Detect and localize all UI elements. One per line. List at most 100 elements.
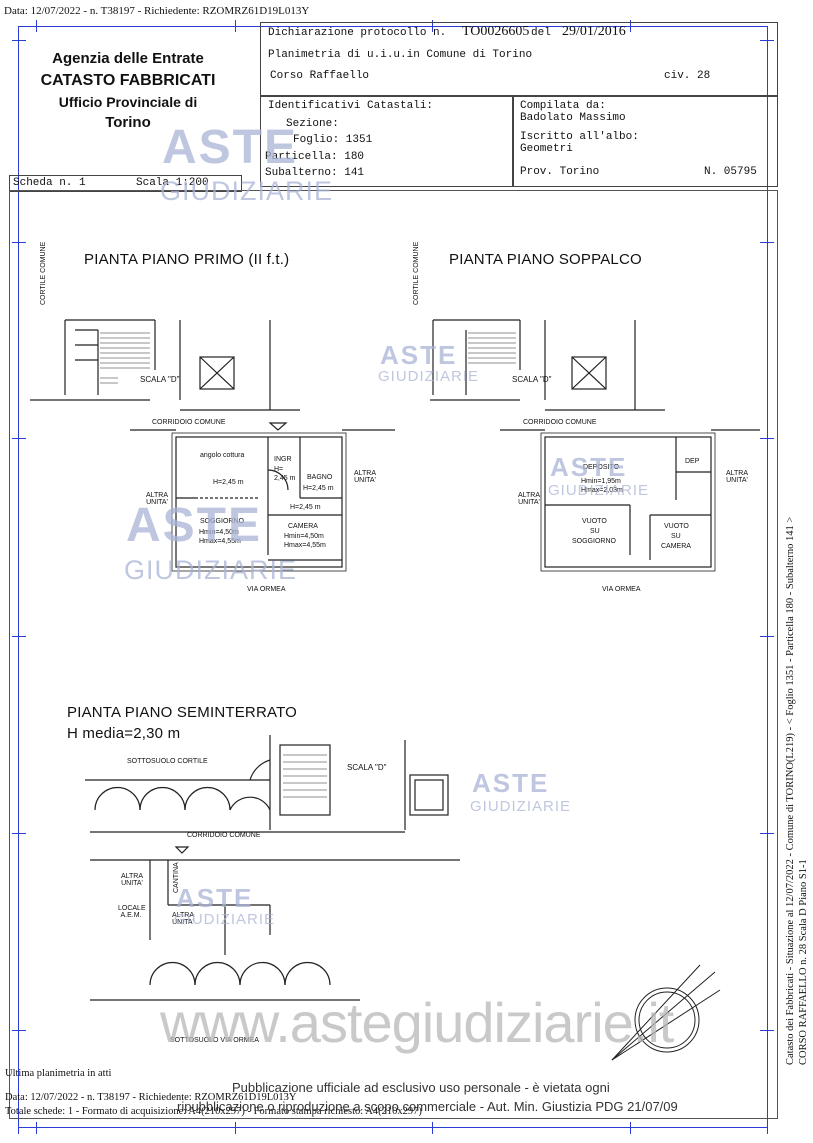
planimetria-text: Planimetria di u.i.u.in Comune di Torino bbox=[268, 49, 533, 61]
soppalco-vuoto1-a: VUOTO bbox=[582, 518, 607, 525]
protocol-box bbox=[260, 22, 778, 97]
watermark-giudiziarie-1: GIUDIZIARIE bbox=[160, 176, 334, 206]
primo-camera-hmax: Hmax=4,55m bbox=[284, 542, 326, 549]
side-address-info: CORSO RAFFAELLO n. 28 Scala D Piano S1-1 bbox=[798, 859, 809, 1065]
watermark-giudiziarie-3: GIUDIZIARIE bbox=[548, 482, 650, 499]
frame-bottom bbox=[18, 1127, 768, 1128]
civic-number: civ. 28 bbox=[664, 70, 711, 82]
primo-soggiorno-hmax: Hmax=4,55m bbox=[199, 538, 241, 545]
plan-subtitle-seminterrato: H media=2,30 m bbox=[67, 725, 181, 742]
primo-soggiorno-hmin: Hmin=4,50m bbox=[199, 529, 239, 536]
protocol-del: del bbox=[531, 27, 551, 39]
soppalco-vuoto2-c: CAMERA bbox=[661, 543, 691, 550]
albo: Geometri bbox=[520, 143, 573, 155]
primo-cortile: CORTILE COMUNE bbox=[40, 241, 47, 305]
frame-left bbox=[18, 26, 19, 1134]
plan-title-seminterrato: PIANTA PIANO SEMINTERRATO bbox=[67, 704, 298, 721]
soppalco-scala: SCALA "D" bbox=[512, 375, 552, 384]
frame-top bbox=[18, 26, 768, 27]
subalterno: Subalterno: 141 bbox=[265, 167, 365, 179]
north-arrow-icon bbox=[611, 964, 721, 1061]
protocol-label: Dichiarazione protocollo n. bbox=[268, 27, 447, 39]
protocol-date: 29/01/2016 bbox=[562, 24, 626, 39]
footer-ultima: Ultima planimetria in atti bbox=[5, 1068, 112, 1079]
address: Corso Raffaello bbox=[270, 70, 370, 82]
primo-angolo-cottura: angolo cottura bbox=[200, 452, 245, 459]
plan-title-soppalco: PIANTA PIANO SOPPALCO bbox=[449, 251, 642, 268]
identificativi-title: Identificativi Catastali: bbox=[268, 100, 434, 112]
watermark-giudiziarie-5: GIUDIZIARIE bbox=[470, 798, 572, 815]
compilata-box bbox=[512, 95, 778, 187]
footer-totale: Totale schede: 1 - Formato di acquisizio… bbox=[5, 1106, 422, 1117]
primo-via: VIA ORMEA bbox=[247, 586, 286, 593]
particella: Particella: 180 bbox=[265, 151, 365, 163]
side-catasto-info: Catasto dei Fabbricati - Situazione al 1… bbox=[785, 516, 796, 1065]
semi-corridoio: CORRIDOIO COMUNE bbox=[187, 832, 261, 839]
semi-locale-aem: LOCALE A.E.M. bbox=[118, 905, 146, 919]
albo-number: N. 05795 bbox=[704, 166, 757, 178]
agency-catasto: CATASTO FABBRICATI bbox=[40, 72, 216, 89]
primo-ingr-h1: H= bbox=[274, 466, 284, 473]
drawing-area bbox=[9, 190, 778, 1119]
semi-scala: SCALA "D" bbox=[347, 763, 387, 772]
watermark-aste-4: ASTE bbox=[126, 499, 263, 552]
primo-scala: SCALA "D" bbox=[140, 375, 180, 384]
semi-altra-unita-1: ALTRA UNITA' bbox=[120, 873, 144, 887]
header-request-info: Data: 12/07/2022 - n. T38197 - Richieden… bbox=[4, 5, 310, 17]
primo-bagno-h: H=2,45 m bbox=[303, 485, 334, 492]
primo-camera-hmin: Hmin=4,50m bbox=[284, 533, 324, 540]
soppalco-altra-unita-left: ALTRA UNITA' bbox=[517, 492, 541, 506]
soppalco-dep: DEP bbox=[685, 458, 700, 465]
primo-altra-unita-right: ALTRA UNITA' bbox=[353, 470, 377, 484]
provincia: Prov. Torino bbox=[520, 166, 600, 178]
watermark-giudiziarie-6: GIUDIZIARIE bbox=[174, 911, 276, 928]
footer-pubblicazione-2: ripubblicazione o riproduzione a scopo c… bbox=[177, 1099, 678, 1114]
primo-corridoio: CORRIDOIO COMUNE bbox=[152, 419, 226, 426]
soppalco-via: VIA ORMEA bbox=[602, 586, 641, 593]
semi-sottosuolo-via: SOTTOSUOLO VIA ORMEA bbox=[170, 1037, 259, 1044]
sezione: Sezione: bbox=[286, 118, 339, 130]
watermark-aste-2: ASTE bbox=[380, 340, 458, 370]
agency-city: Torino bbox=[105, 114, 151, 131]
agency-name: Agenzia delle Entrate bbox=[52, 50, 204, 67]
plan-seminterrato bbox=[85, 735, 460, 1001]
primo-soggiorno: SOGGIORNO bbox=[200, 518, 244, 525]
watermark-giudiziarie-2: GIUDIZIARIE bbox=[378, 368, 480, 385]
footer-pubblicazione-1: Pubblicazione ufficiale ad esclusivo uso… bbox=[232, 1080, 610, 1095]
plan-title-primo: PIANTA PIANO PRIMO (II f.t.) bbox=[84, 251, 290, 268]
plan-primo bbox=[30, 319, 395, 572]
primo-altra-unita-left: ALTRA UNITA' bbox=[145, 492, 169, 506]
watermark-aste-1: ASTE bbox=[162, 121, 299, 174]
identificativi-box bbox=[260, 95, 514, 187]
protocol-number: TO0026605 bbox=[462, 24, 530, 39]
compilata-name: Badolato Massimo bbox=[520, 112, 626, 124]
primo-ingr-h2: 2,45 m bbox=[274, 475, 296, 482]
watermark-aste-6: ASTE bbox=[176, 883, 254, 913]
semi-altra-unita-2: ALTRA UNITA' bbox=[171, 912, 195, 926]
agency-office: Ufficio Provinciale di bbox=[58, 94, 198, 110]
watermark-aste-3: ASTE bbox=[550, 452, 628, 482]
watermark-giudiziarie-4: GIUDIZIARIE bbox=[124, 555, 298, 585]
soppalco-vuoto1-c: SOGGIORNO bbox=[572, 538, 616, 545]
soppalco-deposito-hmin: Hmin=1,95m bbox=[581, 478, 621, 485]
soppalco-altra-unita-right: ALTRA UNITA' bbox=[725, 470, 749, 484]
soppalco-vuoto2-a: VUOTO bbox=[664, 523, 689, 530]
scheda-number: Scheda n. 1 bbox=[13, 177, 86, 189]
soppalco-vuoto1-b: SU bbox=[590, 528, 600, 535]
soppalco-cortile: CORTILE COMUNE bbox=[413, 241, 420, 305]
scala: Scala 1:200 bbox=[136, 177, 209, 189]
soppalco-corridoio: CORRIDOIO COMUNE bbox=[523, 419, 597, 426]
plan-soppalco bbox=[430, 319, 760, 572]
iscritto-label: Iscritto all'albo: bbox=[520, 131, 639, 143]
footer-data: Data: 12/07/2022 - n. T38197 - Richieden… bbox=[5, 1092, 297, 1103]
primo-camera: CAMERA bbox=[288, 523, 318, 530]
soppalco-deposito: DEPOSITO bbox=[583, 464, 620, 471]
primo-bagno: BAGNO bbox=[307, 474, 333, 481]
soppalco-vuoto2-b: SU bbox=[671, 533, 681, 540]
primo-h-cucina: H=2,45 m bbox=[213, 479, 244, 486]
primo-h-disimpegno: H=2,45 m bbox=[290, 504, 321, 511]
primo-ingr: INGR bbox=[274, 456, 292, 463]
compilata-title: Compilata da: bbox=[520, 100, 606, 112]
watermark-website: www.astegiudiziarie.it bbox=[160, 991, 674, 1054]
